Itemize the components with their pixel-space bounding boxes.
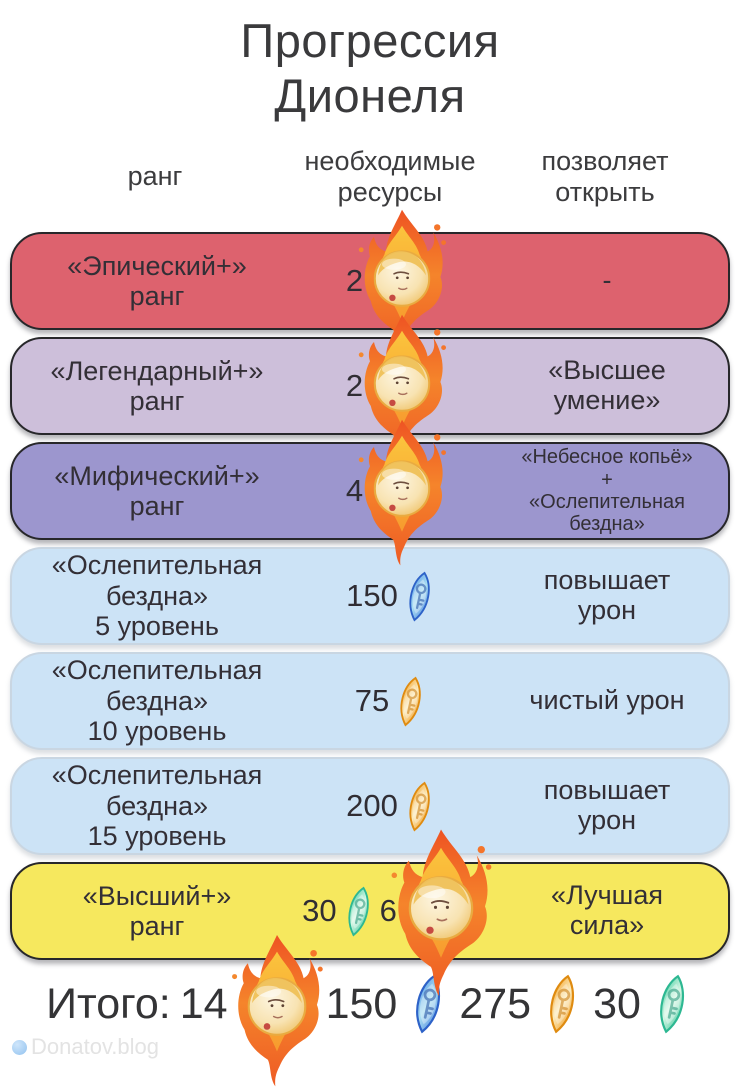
header-rank: ранг: [127, 161, 183, 192]
total-count: 150: [325, 979, 398, 1028]
header-unlocks: позволяет открыть: [541, 145, 669, 208]
column-headers: ранг необходимые ресурсы позволяет откры…: [10, 146, 730, 208]
page-title: Прогрессия Дионеля: [240, 14, 500, 122]
watermark-dot-icon: [12, 1039, 27, 1055]
hero-flame-icon: [386, 824, 496, 998]
resources-cell: 2: [302, 339, 482, 433]
table-row-abyss-15: «Ослепительная бездна» 15 уровень 200 по…: [10, 757, 730, 856]
unlock-label: «Лучшая сила»: [551, 880, 663, 941]
resource-count: 200: [346, 788, 398, 824]
rank-label: «Мифический+» ранг: [54, 460, 260, 522]
unlock-label: -: [602, 265, 612, 296]
rank-label: «Ослепительная бездна» 15 уровень: [51, 760, 263, 852]
progression-table: «Эпический+» ранг 2 - «Легендарный+» ран…: [10, 232, 730, 960]
unlock-label: «Высшее умение»: [548, 355, 666, 416]
table-row-mythic: «Мифический+» ранг 4 «Небесное копьё» + …: [10, 442, 730, 540]
unlock-label: повышает урон: [543, 565, 671, 626]
gem-orange-icon: [392, 676, 429, 727]
watermark-text: Donatov.blog: [31, 1034, 160, 1059]
resource-count: 75: [354, 683, 390, 719]
gem-green-icon: [650, 974, 694, 1034]
total-count: 30: [593, 979, 641, 1028]
table-row-abyss-10: «Ослепительная бездна» 10 уровень 75 чис…: [10, 652, 730, 751]
resources-cell: 4: [302, 444, 482, 538]
hero-flame-icon: [227, 930, 327, 1088]
resources-cell: 75: [302, 676, 482, 727]
rank-label: «Легендарный+» ранг: [50, 355, 264, 417]
gem-blue-icon: [401, 571, 438, 622]
table-row-abyss-5: «Ослепительная бездна» 5 уровень 150 пов…: [10, 547, 730, 646]
resource-count: 2: [345, 368, 364, 404]
table-row-epic: «Эпический+» ранг 2 -: [10, 232, 730, 330]
table-row-legendary: «Легендарный+» ранг 2 «Высшее умение»: [10, 337, 730, 435]
total-count: 275: [459, 979, 532, 1028]
hero-flame-icon: [354, 415, 450, 567]
resource-count: 6: [379, 893, 397, 929]
table-row-supreme: «Высший+» ранг 30 6 «Лучшая сила»: [10, 862, 730, 960]
rank-label: «Ослепительная бездна» 5 уровень: [51, 550, 263, 642]
resource-count: 4: [345, 473, 364, 509]
totals-label: Итого:: [46, 979, 171, 1028]
unlock-label: повышает урон: [543, 775, 671, 836]
resource-count: 150: [346, 578, 398, 614]
resources-cell: 30 6: [302, 864, 482, 958]
rank-label: «Эпический+» ранг: [67, 250, 247, 312]
unlock-label: чистый урон: [529, 685, 685, 716]
resource-count: 30: [302, 893, 337, 929]
totals-row: Итого: 14 150 275 30: [0, 974, 740, 1034]
rank-label: «Ослепительная бездна» 10 уровень: [51, 655, 263, 747]
resources-cell: 150: [302, 571, 482, 622]
progression-infographic: Прогрессия Дионеля ранг необходимые ресу…: [0, 14, 740, 1076]
header-resources: необходимые ресурсы: [304, 145, 476, 208]
resources-cell: 2: [302, 234, 482, 328]
gem-green-icon: [340, 886, 377, 937]
resource-count: 2: [345, 263, 364, 299]
resources-cell: 200: [302, 781, 482, 832]
total-count: 14: [179, 979, 228, 1028]
watermark: Donatov.blog: [12, 1034, 159, 1060]
rank-label: «Высший+» ранг: [82, 880, 232, 942]
gem-orange-icon: [540, 974, 584, 1034]
unlock-label: «Небесное копьё» + «Ослепительная бездна…: [521, 446, 693, 536]
